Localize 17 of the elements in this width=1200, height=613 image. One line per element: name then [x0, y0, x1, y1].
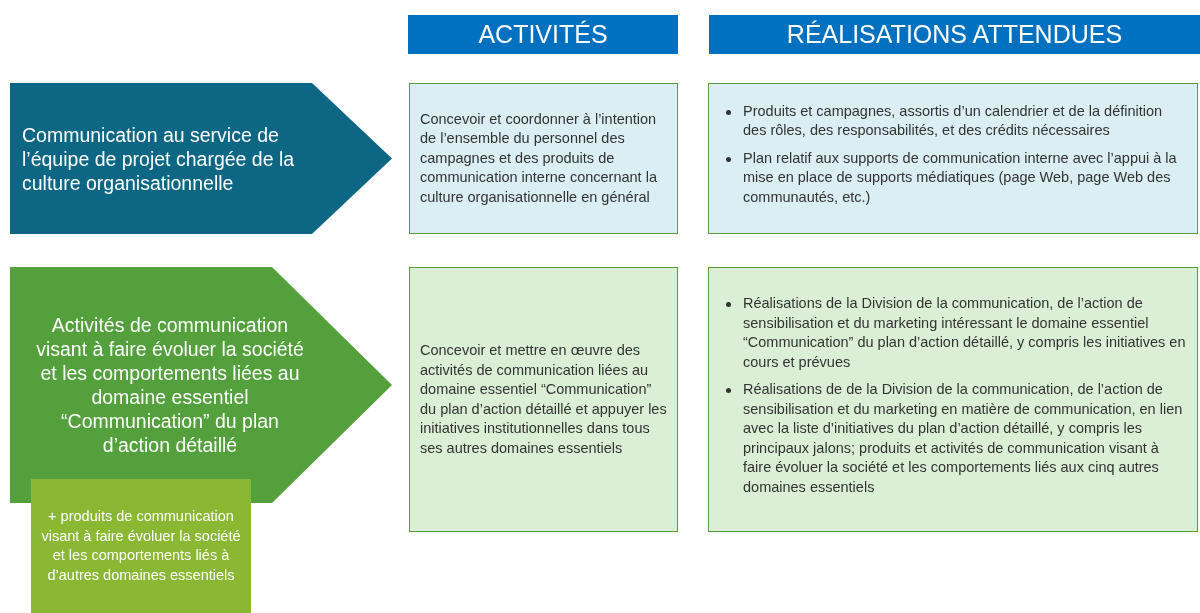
column-header: RÉALISATIONS ATTENDUES: [709, 15, 1200, 54]
bullet-item: Réalisations de la Division de la communication, de l’action de sensibilisation et du marketing intéressant le domaine essentiel “Communication” du plan d’action détaillé, y compris les initiatives en cours et prévues: [743, 295, 1186, 370]
activity-text: Concevoir et mettre en œuvre des activités de communication liées au domaine essentiel “Communication” du plan d’action détaillé et appuyer les initiatives institutionnelles dans tous ses autres domaines essentiels: [420, 341, 667, 458]
chevron-label: Activités de communication visant à faire évoluer la société et les comportements liées au domaine essentiel “Communication” du plan d’action détaillé: [35, 313, 305, 457]
note-box: + produits de communication visant à faire évoluer la société et les comportements liés à d’autres domaines essentiels: [31, 479, 251, 613]
bullet-item: Plan relatif aux supports de communication interne avec l’appui à la mise en place de supports médiatiques (page Web, page Web des communautés, etc.): [743, 149, 1177, 205]
activity-text: Concevoir et coordonner à l’intention de l’ensemble du personnel des campagnes et des produits de communication interne concernant la culture organisationnelle en général: [420, 109, 658, 207]
column-header: ACTIVITÉS: [408, 15, 678, 54]
chevron-label: Communication au service de l’équipe de projet chargée de la culture organisationnelle: [22, 122, 296, 195]
bullet-item: Réalisations de de la Division de la communication, de l’action de sensibilisation et du marketing en matière de communication, en lien avec la liste d’initiatives du plan d’action détaillé, y compris les principaux jalons; produits et activités de communication visant à faire évoluer la société et les comportements liés aux cinq autres domaines essentiels: [743, 381, 1183, 495]
outcome-panel: [708, 83, 1198, 234]
pentagon-banner: [10, 267, 392, 503]
activity-panel: [409, 267, 678, 532]
activity-panel: [409, 83, 678, 234]
pentagon-banner: [10, 83, 392, 234]
outcome-panel: [708, 267, 1198, 532]
bullet-item: Produits et campagnes, assortis d’un calendrier et de la définition des rôles, des responsabilités, et des crédits nécessaires: [743, 102, 1163, 139]
